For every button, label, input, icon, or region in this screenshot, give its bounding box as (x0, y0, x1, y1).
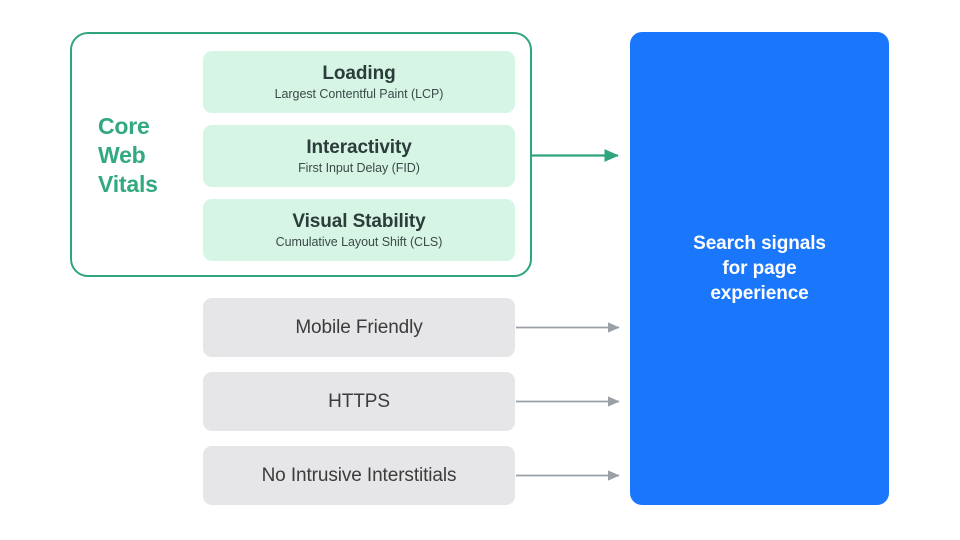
search-signals-panel-title: Search signals for page experience (693, 233, 826, 304)
metric-title: Interactivity (306, 136, 412, 158)
signal-card-https[interactable]: HTTPS (203, 372, 515, 431)
core-web-vitals-group-label: Core Web Vitals (98, 113, 158, 197)
signal-label: HTTPS (328, 391, 390, 412)
metric-card-visual-stability[interactable]: Visual Stability Cumulative Layout Shift… (203, 199, 515, 261)
search-signals-panel[interactable]: Search signals for page experience (630, 32, 889, 505)
signal-label: No Intrusive Interstitials (261, 465, 457, 486)
metric-card-interactivity[interactable]: Interactivity First Input Delay (FID) (203, 125, 515, 187)
metric-title: Visual Stability (292, 210, 426, 232)
metric-subtitle: First Input Delay (FID) (298, 160, 420, 175)
signal-card-mobile-friendly[interactable]: Mobile Friendly (203, 298, 515, 357)
metric-subtitle: Largest Contentful Paint (LCP) (274, 86, 444, 101)
metric-subtitle: Cumulative Layout Shift (CLS) (275, 234, 443, 249)
signal-label: Mobile Friendly (295, 317, 423, 338)
metric-card-loading[interactable]: Loading Largest Contentful Paint (LCP) (203, 51, 515, 113)
metric-title: Loading (322, 62, 396, 84)
signal-card-no-intrusive-interstitials[interactable]: No Intrusive Interstitials (203, 446, 515, 505)
